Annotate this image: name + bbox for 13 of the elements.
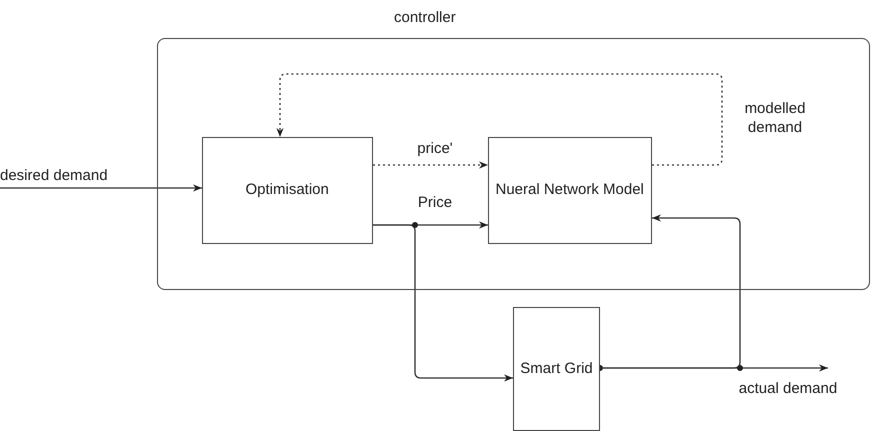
box-label: Smart Grid	[520, 360, 593, 378]
dashed-arrow	[373, 161, 488, 169]
group-heading: controller	[394, 9, 456, 26]
process-box	[513, 307, 600, 431]
process-box	[488, 136, 652, 244]
arrow	[600, 214, 741, 369]
input-label: desired demand	[0, 166, 108, 186]
dashed-arrow	[276, 73, 723, 166]
box-label: Nueral Network Model	[495, 180, 644, 200]
process-box	[202, 136, 373, 244]
box-label: Optimisation	[246, 180, 329, 200]
arrow	[0, 184, 202, 192]
arrow	[373, 224, 513, 382]
